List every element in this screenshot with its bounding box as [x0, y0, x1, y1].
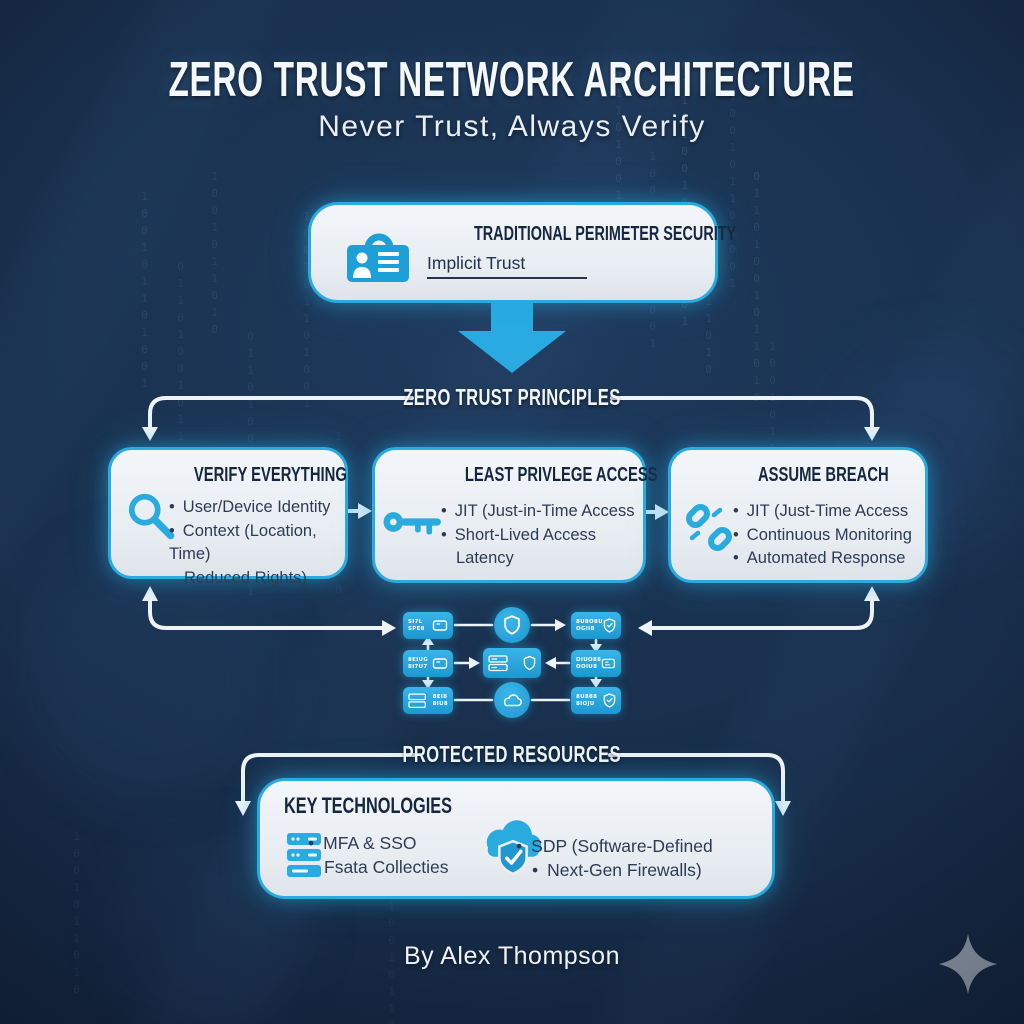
- shield-icon: [603, 693, 616, 708]
- network-node: 8U888 8IOJU: [571, 687, 621, 714]
- principles-section-label: ZERO TRUST PRINCIPLES: [0, 384, 1024, 411]
- page-subtitle: Never Trust, Always Verify: [318, 110, 706, 143]
- shield-icon: [523, 655, 536, 671]
- card-bullets: JIT (Just-in-Time Access Short-Lived Acc…: [441, 500, 635, 571]
- bokeh-glow: [20, 540, 280, 800]
- bullet: User/Device Identity: [169, 496, 345, 520]
- card-verify-everything: VERIFY EVERYTHING User/Device Identity C…: [108, 447, 348, 587]
- bullet: Continuous Monitoring: [733, 524, 912, 548]
- tech-bullet: MFA & SSO: [308, 831, 449, 855]
- binary-column: 1001011010: [208, 170, 221, 340]
- sparkle-icon: [938, 933, 998, 995]
- card-bullets: User/Device Identity Context (Location, …: [169, 496, 345, 590]
- tech-bullet: SDP (Software-Defined: [516, 834, 713, 858]
- perimeter-title: TRADITIONAL PERIMETER SECURITY: [473, 223, 737, 245]
- author-byline: By Alex Thompson: [404, 942, 620, 970]
- cloud-icon: [503, 694, 522, 707]
- tech-bullet: Next-Gen Firewalls): [516, 858, 713, 882]
- implicit-trust-label: Implicit Trust: [427, 253, 587, 279]
- card-least-privilege: LEAST PRIVLEGE ACCESS JIT (Just-in-Time …: [372, 447, 658, 583]
- binary-column: 1001011010: [70, 830, 83, 1000]
- node-label: DIUO88 OOIU8: [576, 657, 602, 670]
- bullet: Context (Location, Time): [169, 520, 345, 567]
- card-title: ASSUME BREACH: [757, 464, 889, 486]
- bullet: Reduced Rights): [184, 568, 307, 587]
- bullet: Latency: [456, 549, 514, 567]
- binary-column: 01101001011010: [174, 260, 187, 498]
- bars-icon: [488, 655, 508, 672]
- page-title: ZERO TRUST NETWORK ARCHITECTURE: [168, 53, 856, 107]
- broken-link-icon: [686, 504, 732, 551]
- card-title: LEAST PRIVLEGE ACCESS: [464, 464, 658, 486]
- network-node: DIUO88 OOIU8: [571, 650, 621, 677]
- binary-column: 100101101001: [726, 90, 739, 294]
- network-node-policy: [483, 648, 541, 678]
- network-node-shield: [494, 607, 530, 643]
- key-technologies-box: KEY TECHNOLOGIES MFA & SSO Fsata Collect…: [257, 778, 775, 899]
- id-card-lock-icon: [347, 233, 409, 282]
- key-technologies-left-list: MFA & SSO Fsata Collecties: [308, 831, 449, 879]
- principles-section-text: ZERO TRUST PRINCIPLES: [403, 384, 621, 410]
- network-node: SI7L SPE8: [403, 612, 453, 639]
- node-label: 8U8O8U OGII8: [576, 619, 603, 632]
- perimeter-security-box: TRADITIONAL PERIMETER SECURITY Implicit …: [308, 202, 736, 303]
- bullet: JIT (Just-in-Time Access: [441, 500, 635, 524]
- protected-section-text: PROTECTED RESOURCES: [402, 741, 622, 767]
- shield-icon: [603, 618, 616, 633]
- card-assume-breach: ASSUME BREACH JIT (Just-Time Access Cont…: [668, 447, 928, 583]
- chip-icon: [432, 620, 448, 631]
- node-label: 8U888 8IOJU: [576, 694, 598, 707]
- node-label: 8EI8 8IU8: [432, 694, 448, 707]
- bullet: Automated Response: [733, 547, 912, 571]
- key-technologies-right-list: SDP (Software-Defined Next-Gen Firewalls…: [516, 834, 713, 882]
- binary-column: 01101001011010: [750, 170, 763, 408]
- node-label: SI7L SPE8: [408, 619, 425, 632]
- network-node: 8EIUG 8I7U7: [403, 650, 453, 677]
- key-technologies-title: KEY TECHNOLOGIES: [284, 793, 452, 818]
- bullet: Short-Lived Access: [441, 524, 634, 548]
- chip-icon: [432, 658, 448, 669]
- node-label: 8EIUG 8I7U7: [408, 657, 429, 670]
- network-node-cloud: [494, 682, 530, 718]
- tech-bullet: Fsata Collecties: [324, 857, 449, 877]
- bars-icon: [408, 693, 426, 708]
- shield-icon: [504, 615, 520, 635]
- chip-icon: [601, 658, 616, 669]
- binary-column: 100101101001: [385, 900, 398, 1024]
- bullet: JIT (Just-Time Access: [733, 500, 912, 524]
- network-node: 8U8O8U OGII8: [571, 612, 621, 639]
- binary-column: 100101101001: [138, 190, 151, 394]
- protected-section-label: PROTECTED RESOURCES: [0, 741, 1024, 768]
- card-title: VERIFY EVERYTHING: [193, 464, 347, 486]
- key-icon: [383, 512, 441, 535]
- card-bullets: JIT (Just-Time Access Continuous Monitor…: [733, 500, 912, 571]
- network-node: 8EI8 8IU8: [403, 687, 453, 714]
